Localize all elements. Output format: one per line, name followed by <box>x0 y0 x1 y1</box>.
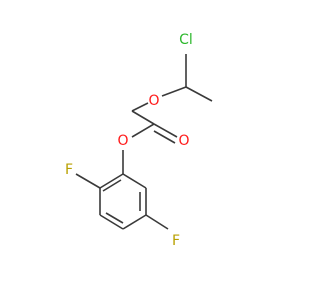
bond-c-o-ether <box>161 86 187 97</box>
bond-c-f-meta <box>145 214 169 230</box>
ring-bond-3-inner <box>105 212 124 224</box>
atom-label-o-ether: O <box>148 93 159 109</box>
bond-c-methyl <box>185 86 213 102</box>
ring-bond-4 <box>122 214 147 230</box>
atom-label-f-meta: F <box>172 233 180 249</box>
bond-o-carbonate-c-2 <box>131 110 155 125</box>
bond-c-o-aryl <box>131 123 155 138</box>
ring-bond-3 <box>99 214 124 230</box>
ring-bond-1 <box>99 173 124 189</box>
atom-label-cl: Cl <box>179 32 193 48</box>
ring-bond-6 <box>122 173 147 189</box>
ring-bond-1-inner <box>102 179 122 192</box>
bond-c-o-carbonyl-1 <box>153 123 178 138</box>
atom-label-f-ortho: F <box>65 162 73 178</box>
bond-o-carbonate-c <box>131 102 149 112</box>
bond-c-o-carbonyl-2 <box>153 130 176 144</box>
bond-c-f-ortho <box>75 173 101 189</box>
atom-label-o-carbonyl: O <box>178 133 189 149</box>
atom-label-o-aryl: O <box>117 133 128 149</box>
chemical-structure: Cl O O O F F <box>65 32 213 249</box>
atom-label-layer: Cl O O O F F <box>65 32 193 249</box>
bond-layer <box>75 54 213 230</box>
